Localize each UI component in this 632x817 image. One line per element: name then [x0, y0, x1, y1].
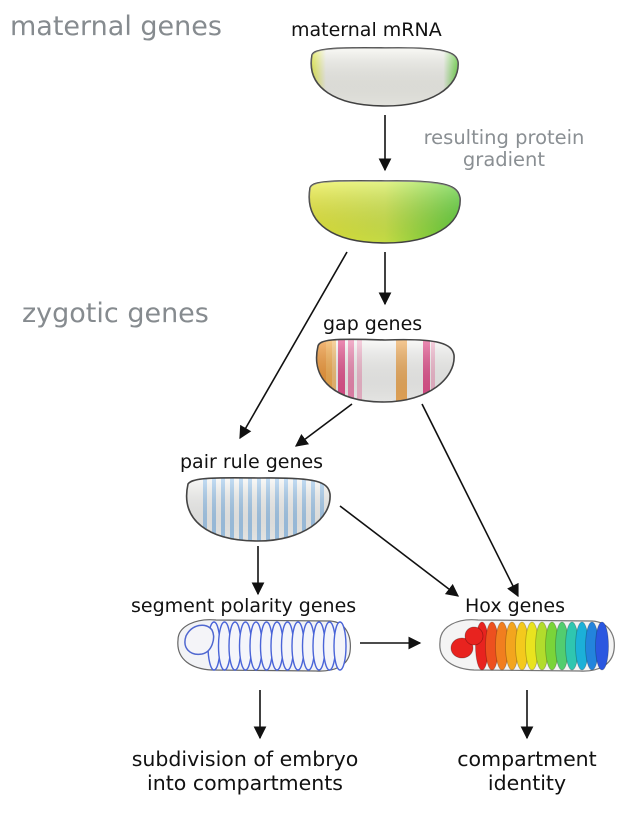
hox-genes-label: Hox genes	[465, 595, 565, 617]
identity-line-1: compartment	[457, 747, 597, 771]
subdivision-outcome: subdivision of embryo into compartments	[100, 747, 390, 795]
protein-gradient-annotation: resulting protein gradient	[404, 126, 604, 172]
subdivision-line-2: into compartments	[147, 770, 343, 795]
pair-rule-genes-label: pair rule genes	[180, 451, 324, 473]
arrow-gap-to-pair-rule	[294, 403, 353, 447]
arrows	[239, 115, 534, 740]
hox-head-lobe	[450, 637, 474, 659]
hox-head-lobe	[464, 626, 484, 646]
protein-gradient-line-1: resulting protein	[423, 126, 585, 149]
zygotic-genes-heading: zygotic genes	[22, 298, 209, 329]
gap-genes-embryo	[315, 338, 455, 403]
maternal-genes-heading: maternal genes	[10, 11, 222, 42]
arrow-pair-rule-to-hox	[339, 505, 460, 597]
subdivision-line-1: subdivision of embryo	[131, 747, 359, 771]
identity-outcome: compartment identity	[432, 747, 622, 795]
segment-polarity-genes-label: segment polarity genes	[131, 595, 357, 617]
identity-line-2: identity	[487, 770, 567, 795]
segment-polarity-segment	[333, 621, 347, 671]
pair-rule-embryo	[185, 476, 331, 542]
hox-embryo	[439, 619, 615, 672]
maternal-mrna-label: maternal mRNA	[291, 19, 442, 41]
segment-polarity-embryo	[177, 619, 351, 672]
arrow-gradient-to-pair-rule	[239, 251, 348, 440]
maternal-mrna-embryo	[310, 47, 459, 107]
protein-gradient-embryo	[308, 179, 461, 244]
arrow-gap-to-hox	[421, 403, 519, 598]
gap-genes-label: gap genes	[323, 313, 423, 335]
hox-segment	[595, 621, 609, 671]
protein-gradient-line-2: gradient	[462, 148, 546, 172]
